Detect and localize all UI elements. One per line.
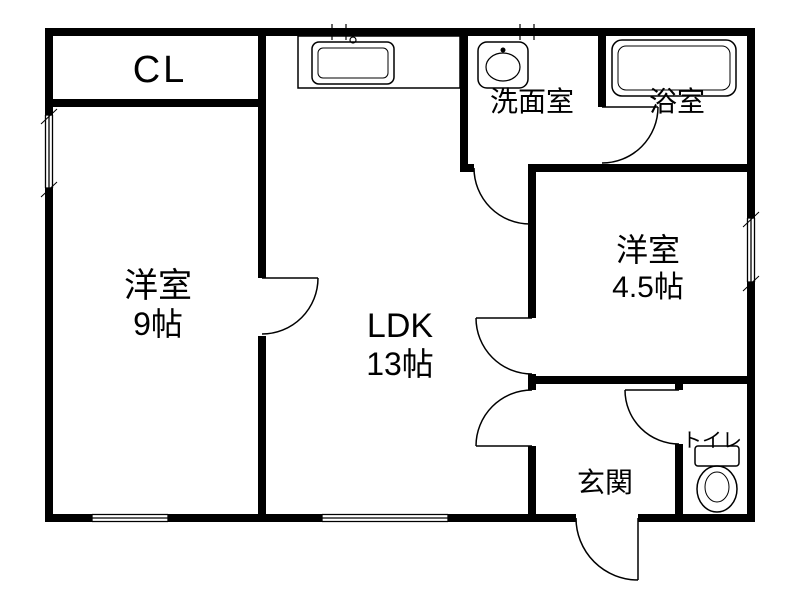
room-label-toilet: トイレ [669,430,755,454]
bedroom-45-name: 洋室 [615,232,680,268]
bathroom-label-text: 浴室 [648,86,705,117]
bedroom-9-size: 9帖 [133,306,183,343]
washbasin-icon [477,41,529,89]
entrance-label-text: 玄関 [576,467,633,498]
bedroom-9-name: 洋室 [124,267,192,305]
room-label-bathroom: 浴室 [612,85,742,118]
kitchen-sink-icon [297,28,461,89]
vent-ticks [331,24,535,40]
room-label-bedroom-9: 洋室 9帖 [68,266,248,344]
windows [40,108,760,523]
room-label-entrance: 玄関 [543,466,667,499]
washroom-label-text: 洗面室 [489,86,574,117]
bathtub-icon [611,39,737,97]
room-label-bedroom-45: 洋室 4.5帖 [558,232,738,305]
toilet-icon [694,445,740,513]
closet-label-text: CL [132,49,188,91]
bedroom-45-size: 4.5帖 [612,270,684,304]
toilet-label-text: トイレ [682,430,742,452]
interior-walls [53,36,755,514]
ldk-size: 13帖 [366,346,434,383]
outer-walls [45,28,755,522]
room-label-washroom: 洗面室 [460,85,604,118]
doors [261,106,680,581]
room-label-closet: CL [90,48,230,93]
ldk-name: LDK [366,307,434,345]
room-label-ldk: LDK 13帖 [310,306,490,384]
